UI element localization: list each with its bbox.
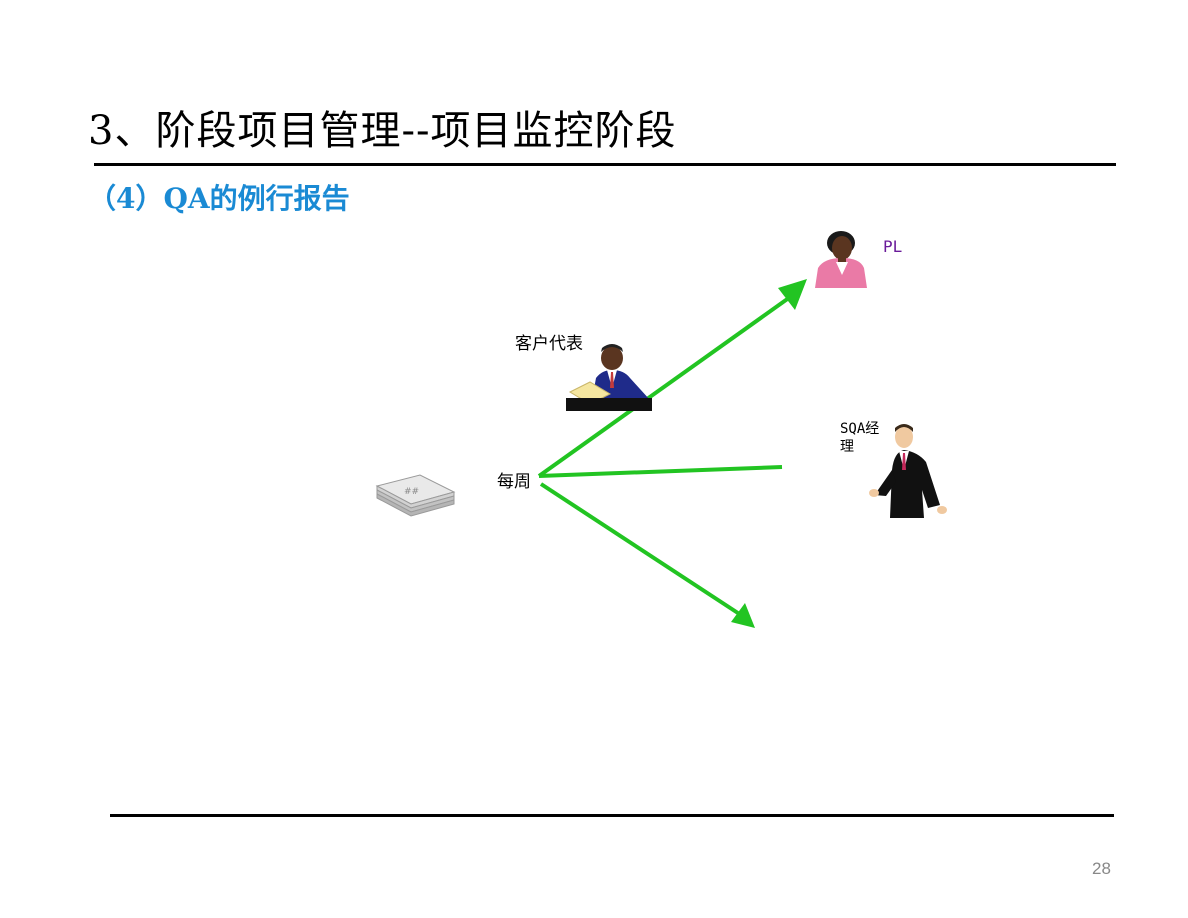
man-at-desk-icon xyxy=(566,344,652,411)
sqa-manager-label: SQA经理 xyxy=(840,421,880,455)
page-number: 28 xyxy=(1092,859,1111,878)
arrow-down xyxy=(539,482,746,619)
arrowhead-pl xyxy=(778,279,807,310)
slide-title: 3、阶段项目管理--项目监控阶段 xyxy=(88,108,677,154)
customer-rep-label: 客户代表 xyxy=(515,334,583,354)
report-stack-icon: ## xyxy=(375,474,456,517)
pl-label: PL xyxy=(883,237,903,256)
arrowhead-down xyxy=(731,603,755,628)
slide-subtitle: （4）QA的例行报告 xyxy=(88,182,350,215)
arrow-to-pl xyxy=(537,288,802,478)
man-presenting-icon xyxy=(869,424,947,518)
woman-manager-icon xyxy=(815,231,867,288)
title-divider xyxy=(94,163,1116,166)
svg-text:##: ## xyxy=(404,487,419,497)
footer-divider xyxy=(110,814,1114,817)
arrow-to-sqa xyxy=(538,465,783,478)
weekly-label: 每周 xyxy=(497,472,531,492)
